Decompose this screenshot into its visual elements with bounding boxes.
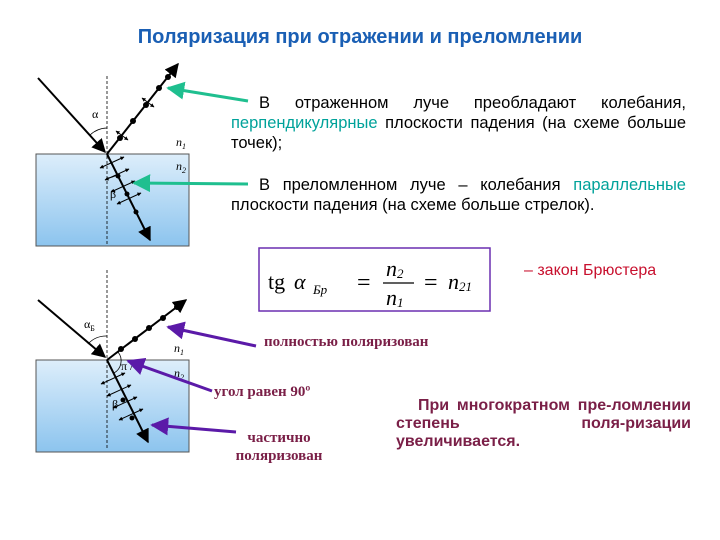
pointer-angle — [126, 357, 213, 393]
brewster-law-label: – закон Брюстера — [524, 262, 657, 279]
polarization-dot — [160, 315, 166, 321]
incident-ray — [37, 77, 106, 154]
polarization-dot — [124, 191, 130, 197]
polarization-arrow — [115, 130, 129, 141]
glass-block — [35, 153, 190, 247]
right-angle-arc — [113, 351, 122, 374]
partial-line2: поляризован — [235, 448, 323, 464]
alpha-label: α — [92, 107, 99, 121]
pointer-partial — [150, 417, 237, 436]
formula-n2: n2 — [386, 256, 404, 281]
partially-polarized-label: частично поляризован — [214, 429, 344, 465]
pointer-full — [166, 321, 257, 348]
formula-tg: tg — [268, 269, 285, 294]
angle-arc — [87, 335, 108, 345]
polarization-dot — [165, 74, 171, 80]
formula-eq1: = — [357, 270, 371, 296]
formula-n1: n1 — [386, 285, 404, 310]
polarization-dot — [156, 85, 162, 91]
polarization-dot — [133, 209, 139, 215]
formula-n21: n21 — [448, 269, 472, 294]
n2-label: n2 — [174, 366, 184, 382]
polarization-dot — [132, 336, 138, 342]
paragraph-reflected: В отраженном луче преобладают колебания,… — [231, 93, 686, 153]
polarization-arrow — [118, 408, 144, 421]
brewster-formula: tg α Бр = n2 n1 = n21 — [268, 256, 472, 310]
n1-label: n1 — [176, 135, 186, 151]
multi-refraction-note: При многократном пре-ломлении степень по… — [396, 397, 691, 450]
top-diagram: α β n1 n2 — [35, 62, 190, 247]
polarization-arrow — [110, 180, 136, 193]
formula-alpha: α — [294, 269, 306, 294]
polarization-arrow — [141, 97, 155, 108]
angle-arc — [89, 127, 108, 136]
p1-highlight: перпендикулярные — [231, 114, 378, 132]
angle-90-label: угол равен 90º — [214, 384, 311, 400]
polarization-arrow — [106, 384, 132, 397]
polarization-dot — [115, 173, 121, 179]
n1-label: n1 — [174, 341, 184, 357]
partial-line1: частично — [247, 430, 311, 446]
pointer-reflected — [166, 81, 249, 103]
p2-start: В преломленном луче – колебания — [259, 176, 574, 194]
n2-label: n2 — [176, 159, 186, 175]
polarization-dot — [130, 118, 136, 124]
beta-label: β — [112, 397, 118, 411]
p2-end: плоскости падения (на схеме больше стрел… — [231, 196, 595, 214]
polarization-dot — [146, 325, 152, 331]
polarization-dot — [174, 304, 180, 310]
formula-box — [258, 247, 491, 312]
pointer-refracted — [132, 174, 249, 193]
formula-alpha-sub: Бр — [312, 282, 328, 297]
polarization-dot — [129, 415, 135, 421]
fully-polarized-label: полностью поляризован — [264, 334, 429, 350]
polarization-arrow — [100, 372, 126, 385]
alpha-b-label: αБ — [84, 317, 95, 333]
paragraph-refracted: В преломленном луче – колебания параллел… — [231, 175, 686, 215]
p1-start: В отраженном луче преобладают колебания, — [259, 94, 686, 112]
p1-end: плоскости падения (на схеме больше точек… — [231, 114, 686, 152]
polarization-dot — [118, 346, 124, 352]
formula-eq2: = — [424, 270, 438, 296]
incident-ray — [37, 299, 107, 358]
page-title: Поляризация при отражении и преломлении — [137, 26, 583, 48]
polarization-dot — [120, 397, 126, 403]
polarization-arrow — [116, 192, 142, 205]
p2-highlight: параллельные — [573, 176, 686, 194]
beta-label: β — [110, 187, 116, 201]
polarization-arrow — [112, 396, 138, 409]
polarization-arrow — [99, 156, 125, 169]
